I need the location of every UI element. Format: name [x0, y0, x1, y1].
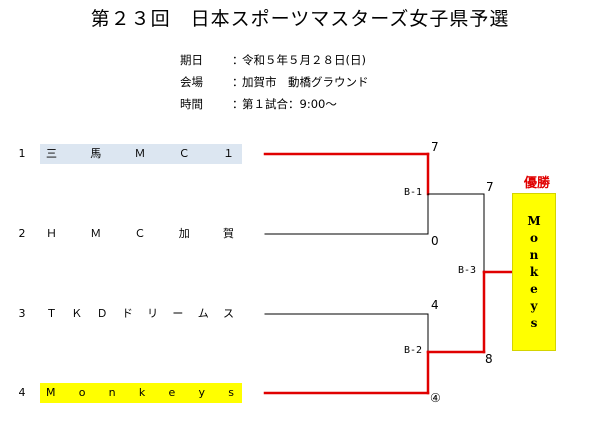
champion-name-char: k: [529, 264, 539, 279]
team-name-char: Ｈ: [46, 227, 57, 240]
team-name-char: Ｃ: [134, 227, 146, 240]
team-name-char: n: [108, 386, 116, 399]
team-name-char: M: [46, 386, 56, 399]
team-name-char: 賀: [223, 227, 234, 240]
champion-name-char: o: [529, 230, 538, 245]
score-label: 0: [431, 234, 439, 248]
team-name-char: Ｔ: [46, 307, 57, 320]
team-name-char: ム: [197, 307, 209, 320]
team-name-char: y: [198, 386, 205, 399]
team-seed: 1: [18, 147, 26, 160]
team-name-char: k: [138, 386, 146, 399]
match-label: B-2: [404, 345, 423, 356]
champion-name-char: e: [530, 281, 538, 296]
team-name-char: リ: [147, 307, 159, 320]
team-cell: 三 馬 Ｍ Ｃ １: [40, 144, 242, 164]
team-name-char: Ｄ: [96, 307, 108, 320]
info-value: 加賀市 動橋グラウンド: [242, 75, 369, 89]
champion-name-char: y: [530, 298, 538, 313]
champion-name-char: n: [529, 247, 539, 262]
team-seed: 2: [18, 227, 26, 240]
info-value: 令和５年５月２８日(日): [242, 53, 366, 67]
score-label: 7: [486, 180, 494, 194]
team-name-char: ス: [222, 307, 234, 320]
team-name-char: o: [78, 386, 86, 399]
team-name-char: e: [168, 386, 176, 399]
team-name-char: 加: [178, 227, 190, 240]
score-label: 4: [431, 298, 439, 312]
info-value: 第１試合：9:00～: [242, 97, 337, 111]
team-name-char: s: [228, 386, 234, 399]
team-name-char: Ｃ: [178, 147, 190, 160]
score-label: 7: [431, 140, 439, 154]
score-label: 8: [485, 352, 493, 366]
info-colon: ：: [232, 97, 244, 111]
info-colon: ：: [232, 53, 244, 67]
match-label: B-3: [458, 265, 477, 276]
team-name-char: Ｋ: [71, 307, 83, 320]
team-name-char: ー: [172, 307, 184, 320]
team-name-char: 三: [46, 147, 57, 160]
team-seed: 4: [18, 386, 26, 399]
info-colon: ：: [232, 75, 244, 89]
team-name-char: １: [223, 147, 234, 160]
match-label: B-1: [404, 187, 423, 198]
info-key: 時間: [180, 97, 203, 111]
team-name-char: Ｍ: [90, 227, 102, 240]
team-name-char: 馬: [90, 147, 102, 160]
score-label: ④: [430, 391, 441, 405]
champion-name-char: M: [527, 213, 541, 228]
team-name: 三 馬 Ｍ Ｃ １: [46, 144, 234, 164]
champion-label: 優勝: [523, 176, 550, 191]
team-name-char: ド: [121, 307, 133, 320]
team-seed: 3: [18, 307, 26, 320]
champion-name-char: s: [530, 315, 538, 330]
page-title: 第２３回 日本スポーツマスターズ女子県予選: [90, 8, 510, 30]
info-key: 会場: [180, 75, 203, 89]
info-key: 期日: [180, 53, 203, 67]
team-name-char: Ｍ: [134, 147, 146, 160]
